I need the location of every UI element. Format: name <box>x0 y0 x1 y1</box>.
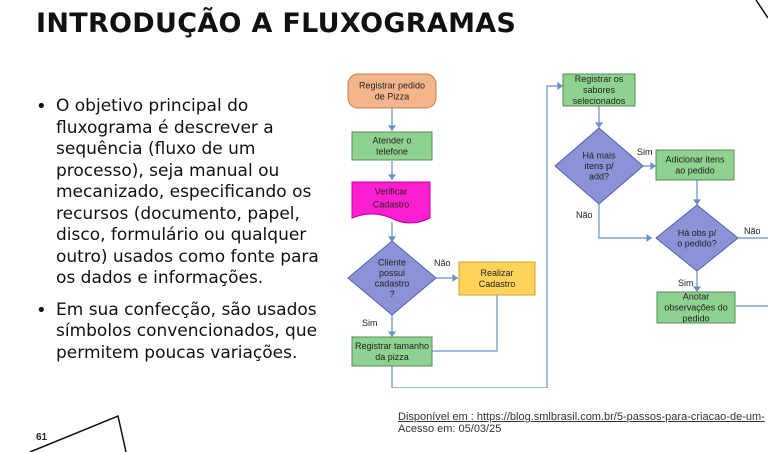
arrowhead-icon <box>388 125 396 131</box>
add_items-text: ao pedido <box>675 166 715 176</box>
arrowhead-icon <box>650 162 656 170</box>
connector <box>391 85 563 388</box>
flavors-shape <box>562 73 636 107</box>
answer-shape <box>351 131 433 161</box>
size-shape <box>351 336 433 367</box>
bullet-icon: • <box>36 299 47 321</box>
notes-text: observações do <box>664 303 728 313</box>
arrowhead-icon <box>693 286 701 292</box>
connector <box>598 204 652 239</box>
more_items-shape <box>554 127 644 205</box>
notes-shape <box>656 291 736 324</box>
bullet-text: Em sua confecção, são usados símbolos co… <box>56 299 318 363</box>
branch-label: Sim <box>362 318 378 328</box>
start-text: Registrar pedido <box>359 81 425 91</box>
start-text: de Pizza <box>375 92 410 102</box>
access-date: Acesso em: 05/03/25 <box>398 423 502 435</box>
branch-label: Não <box>434 258 451 268</box>
answer-text: Atender o <box>372 136 411 146</box>
more_items-text: add? <box>589 172 609 182</box>
arrowhead-icon <box>452 274 458 282</box>
arrowhead-icon <box>388 331 396 337</box>
bullet-list: • O objetivo principal do fluxograma é d… <box>32 96 332 374</box>
bullet-item: • Em sua confecção, são usados símbolos … <box>32 300 332 365</box>
branch-label: Sim <box>678 278 694 288</box>
source-link[interactable]: Disponível em : https://blog.smlbrasil.c… <box>398 411 765 423</box>
has_registration-text: cadastro <box>375 278 410 288</box>
branch-label: Sim <box>637 147 653 157</box>
notes_q-decision: Há obs p/o pedido? <box>655 204 739 272</box>
arrowhead-icon <box>595 122 603 128</box>
flavors-text: Registrar os <box>575 74 624 84</box>
register-text: Cadastro <box>479 279 516 289</box>
answer-text: telefone <box>376 147 408 157</box>
size-text: Registrar tamanho <box>355 341 429 351</box>
arrowhead-icon <box>693 199 701 205</box>
register-shape <box>458 261 536 296</box>
connector <box>434 295 498 352</box>
notes_q-text: Há obs p/ <box>678 228 717 238</box>
bullet-text: O objetivo principal do fluxograma é des… <box>56 96 319 288</box>
bullet-item: • O objetivo principal do fluxograma é d… <box>32 96 332 290</box>
verify-text: Verificar <box>375 187 408 197</box>
verify-text: Cadastro <box>373 200 410 210</box>
has_registration-text: Cliente <box>378 257 406 267</box>
add_items-shape <box>655 149 735 181</box>
arrowhead-icon <box>388 236 396 242</box>
start-shape <box>347 73 437 109</box>
branch-label: Não <box>576 210 593 220</box>
branch-label: Não <box>744 226 761 236</box>
page-number: 61 <box>36 432 48 443</box>
notes_q-text: o pedido? <box>677 238 717 248</box>
add_items-text: Adicionar itens <box>665 155 725 165</box>
verify-shape <box>351 181 431 224</box>
arrowhead-icon <box>388 174 396 180</box>
notes_q-shape <box>655 204 739 272</box>
has_registration-shape <box>347 240 437 316</box>
arrowhead-icon <box>646 234 652 242</box>
notes-text: pedido <box>682 314 709 324</box>
slide-title: INTRODUÇÃO A FLUXOGRAMAS <box>36 8 517 39</box>
more_items-text: Há mais <box>582 151 616 161</box>
bullet-icon: • <box>36 96 47 117</box>
flavors-text: selecionados <box>573 96 626 106</box>
arrowhead-icon <box>557 82 563 90</box>
corner-line <box>755 0 768 19</box>
more_items-text: itens p/ <box>584 161 614 171</box>
flavors-text: sabores <box>583 85 616 95</box>
has_registration-text: ? <box>389 289 394 299</box>
size-text: da pizza <box>375 352 409 362</box>
has_registration-text: possui <box>379 268 405 278</box>
notes-text: Anotar <box>683 292 710 302</box>
source-credit: Disponível em : https://blog.smlbrasil.c… <box>398 411 765 435</box>
register-text: Realizar <box>480 268 513 278</box>
